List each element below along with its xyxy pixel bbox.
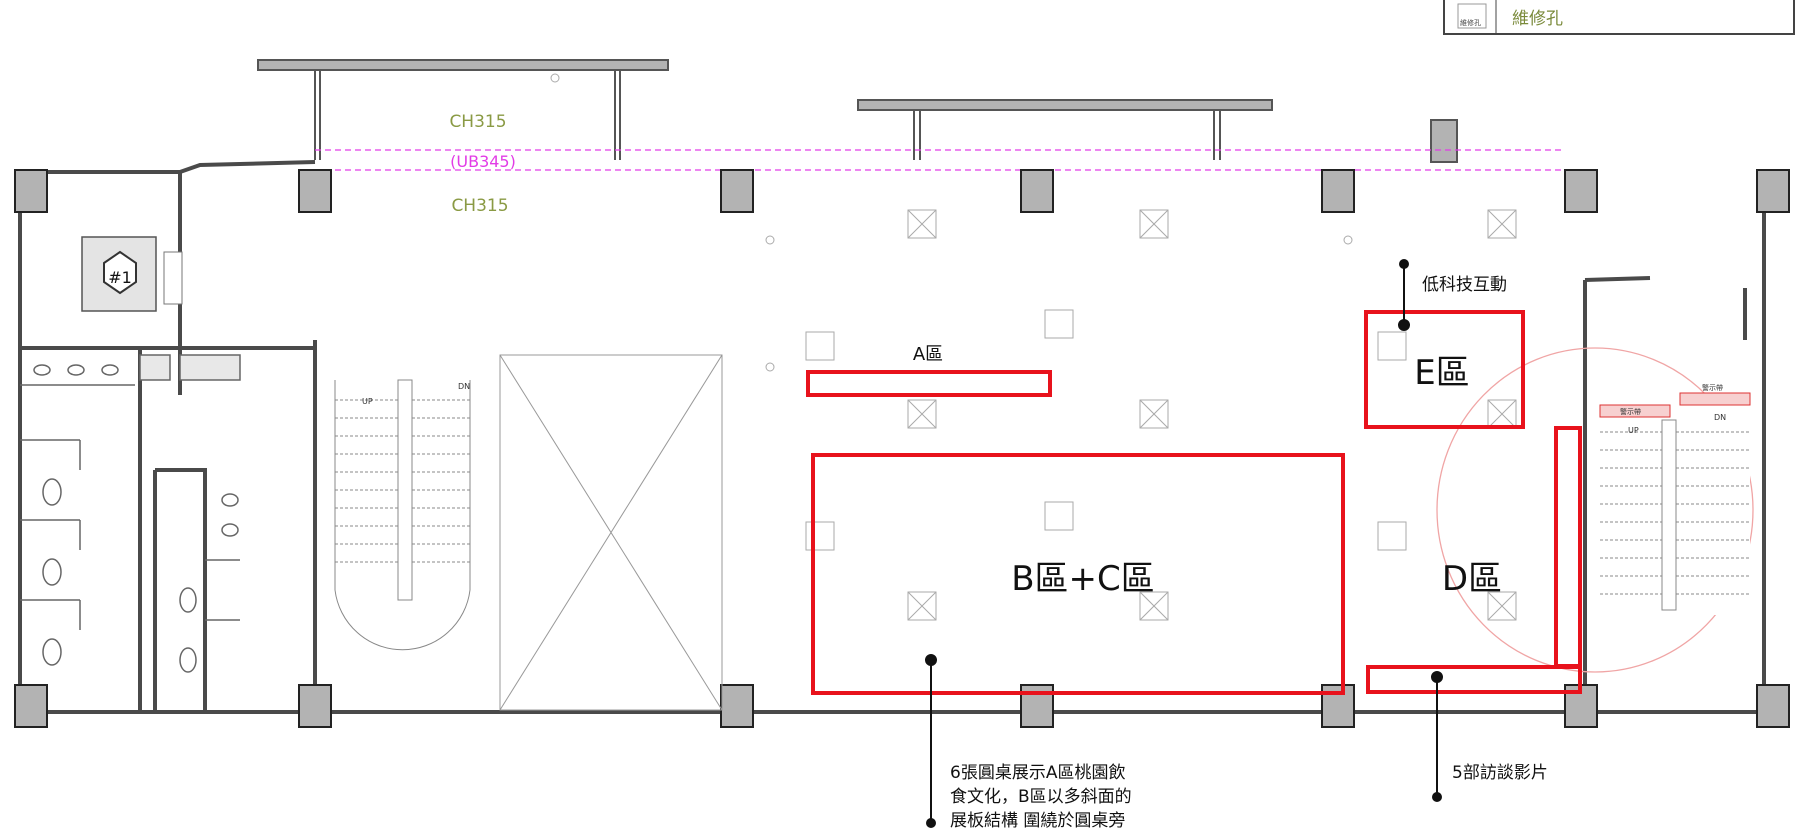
legend-box: 維修孔 維修孔 <box>1443 0 1795 35</box>
zone-d-wall-outline <box>1554 426 1582 668</box>
elevator: #1 <box>81 236 183 312</box>
right-stair-up-label: UP <box>1628 426 1639 435</box>
ceiling-fixtures <box>550 73 1517 621</box>
window-bays <box>257 59 1458 163</box>
elevator-icon <box>103 250 137 295</box>
annotation-tables-line2: 食文化，B區以多斜面的 <box>950 787 1132 807</box>
atrium-void <box>499 354 723 711</box>
ceiling-height-label-top: CH315 <box>449 112 506 132</box>
left-stair-up-label: UP <box>362 397 373 406</box>
zone-bc-label: B區+C區 <box>1011 559 1155 599</box>
stair-right: 警示帶 警示帶 UP DN <box>1436 347 1754 673</box>
zone-a-label: A區 <box>913 344 943 365</box>
stair-left: UP DN <box>334 379 471 651</box>
ceiling-height-label-bottom: CH315 <box>451 196 508 216</box>
elevator-label: #1 <box>108 268 132 287</box>
zone-bc-outline <box>811 453 1345 695</box>
warning-tape-left <box>1599 404 1671 418</box>
zone-e-label: E區 <box>1414 353 1469 393</box>
restroom <box>20 354 241 673</box>
warning-tape-left-label: 警示帶 <box>1620 407 1641 416</box>
maintenance-hatch-icon <box>1457 3 1487 29</box>
beam-height-label: (UB345) <box>450 152 516 171</box>
annotation-low-tech: 低科技互動 <box>1422 275 1507 295</box>
legend-item-label: 維修孔 <box>1512 9 1563 29</box>
zone-a-outline <box>806 370 1052 397</box>
annotation-tables-line3: 展板結構 圍繞於圓桌旁 <box>950 811 1125 831</box>
legend-symbol-text: 維修孔 <box>1460 18 1481 27</box>
warning-tape-right <box>1679 392 1751 406</box>
annotation-videos: 5部訪談影片 <box>1452 763 1548 783</box>
annotation-tables-line1: 6張圓桌展示A區桃園飲 <box>950 763 1125 783</box>
left-stair-dn-label: DN <box>458 382 470 391</box>
exhibition-zones <box>806 310 1582 695</box>
beam-line <box>315 149 1565 171</box>
warning-tape-right-label: 警示帶 <box>1702 383 1723 392</box>
structural-columns <box>14 169 1790 728</box>
right-stair-dn-label: DN <box>1714 413 1726 422</box>
zone-d-label: D區 <box>1442 559 1502 599</box>
annotation-leaders <box>925 259 1443 828</box>
outer-walls <box>18 160 1790 714</box>
zone-d-bottom-outline <box>1366 665 1582 694</box>
zone-e-outline <box>1364 310 1525 429</box>
